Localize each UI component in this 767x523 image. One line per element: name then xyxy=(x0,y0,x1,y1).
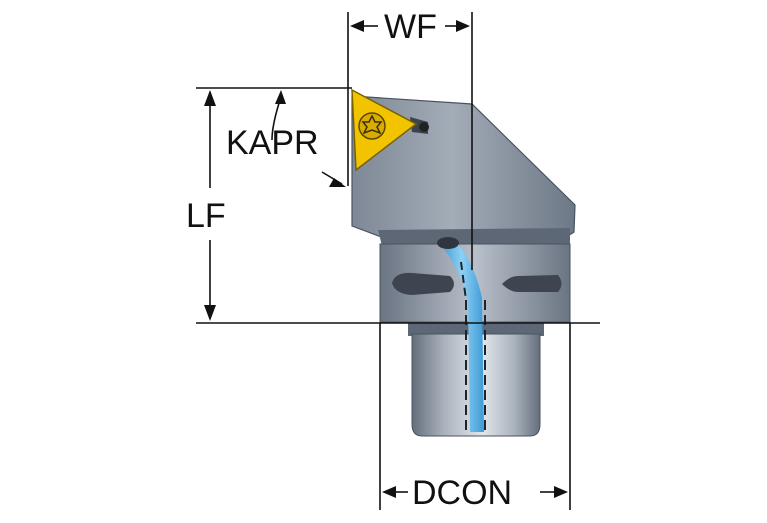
insert xyxy=(351,88,429,172)
coolant-outlet xyxy=(437,237,459,249)
coolant-channel xyxy=(437,237,486,432)
dcon-label: DCON xyxy=(412,474,512,512)
right-slot xyxy=(502,275,562,292)
left-slot xyxy=(392,272,454,295)
head-transition xyxy=(378,228,570,246)
torx-screw-icon xyxy=(358,112,386,140)
kapr-label: KAPR xyxy=(226,124,319,162)
wf-label: WF xyxy=(384,8,437,46)
lf-label: LF xyxy=(186,197,226,235)
dimension-lines xyxy=(196,12,600,510)
dimension-arrows xyxy=(204,20,568,498)
